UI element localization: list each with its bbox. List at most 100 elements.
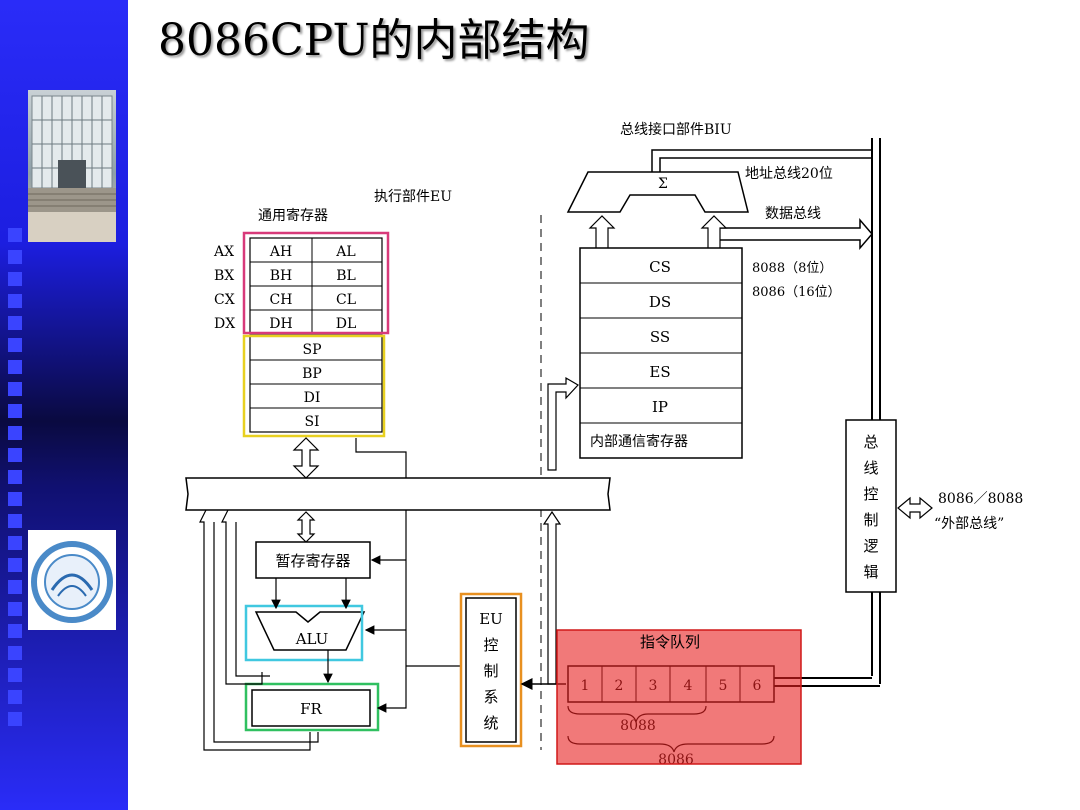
eu-control-char: 制 (483, 662, 498, 680)
eu-control-highlight (459, 592, 523, 748)
row-label-bx: BX (214, 268, 234, 284)
address-bus-label: 地址总线20位 (745, 166, 833, 182)
register-control-line (355, 438, 407, 478)
sidebar-square (8, 646, 22, 660)
pointer-registers: SP BP DI SI (249, 335, 383, 433)
internal-registers-label: 内部通信寄存器 (590, 433, 688, 450)
sidebar-square (8, 272, 22, 286)
bus-control-char: 总 (863, 433, 878, 451)
register-ip: IP (652, 398, 668, 416)
register-sp: SP (302, 342, 321, 358)
temp-register-label: 暂存寄存器 (275, 552, 350, 570)
sidebar-square (8, 712, 22, 726)
register-ch: CH (270, 292, 293, 308)
internal-data-bus (185, 477, 611, 511)
general-registers: AH AL BH BL CH CL DH DL AX BX CX DX (213, 237, 383, 335)
register-es: ES (649, 363, 670, 381)
gp-registers-label: 通用寄存器 (258, 207, 328, 224)
bus-control-char: 控 (863, 485, 878, 503)
flags-label: FR (300, 700, 322, 718)
external-bus-label-line2: “外部总线” (934, 516, 1004, 532)
row-label-dx: DX (214, 316, 235, 332)
data-bus-label: 数据总线 (765, 206, 821, 222)
instruction-queue-label: 指令队列 (640, 633, 700, 651)
register-dh: DH (269, 316, 292, 332)
alu-shape (254, 611, 366, 651)
sidebar-square (8, 448, 22, 462)
sidebar-square (8, 294, 22, 308)
gp-registers-highlight (242, 231, 390, 335)
eu-control-char: 控 (483, 636, 498, 654)
address-adder (566, 171, 749, 213)
sidebar-square (8, 338, 22, 352)
alu-return-path (235, 522, 270, 677)
sidebar-square (8, 624, 22, 638)
address-bus-arrow (659, 157, 872, 172)
sidebar-square (8, 668, 22, 682)
university-logo-drawing (31, 541, 113, 623)
alu-highlight (244, 604, 364, 662)
biu-label: 总线接口部件BIU (620, 121, 732, 138)
bus-control-logic (845, 419, 897, 593)
row-label-ax: AX (213, 244, 234, 260)
eu-control-char: 统 (483, 714, 498, 732)
register-ah: AH (269, 244, 292, 260)
bus-control-char: 辑 (863, 563, 878, 581)
alu-label: ALU (295, 630, 329, 648)
flags-register (251, 689, 371, 727)
sidebar-square (8, 228, 22, 242)
register-ss: SS (650, 328, 670, 346)
temp-register (255, 541, 371, 579)
external-bus-double-arrow (897, 496, 933, 520)
eu-control-char: 系 (483, 688, 498, 706)
register-ds: DS (649, 293, 671, 311)
biu-internal-bus-arrow (547, 376, 579, 471)
data-bus-arrow (720, 217, 873, 251)
building-photo-drawing (28, 95, 116, 242)
sidebar-square (8, 382, 22, 396)
sidebar-square (8, 426, 22, 440)
register-bp: BP (302, 366, 322, 382)
bus-control-char: 制 (863, 511, 878, 529)
sidebar-square (8, 404, 22, 418)
pointer-registers-highlight (242, 334, 386, 438)
sidebar-square (8, 558, 22, 572)
bus-control-char: 线 (863, 459, 878, 477)
adder-segment-arrow (700, 215, 728, 248)
university-logo (28, 530, 116, 630)
control-line (376, 510, 407, 713)
building-photo (28, 90, 116, 242)
register-bl: BL (336, 268, 356, 284)
register-al: AL (335, 244, 355, 260)
register-dl: DL (336, 316, 357, 332)
slide-title: 8086CPU的内部结构 (158, 15, 590, 66)
register-cs: CS (649, 258, 671, 276)
register-bh: BH (270, 268, 293, 284)
register-si: SI (304, 414, 319, 430)
sidebar-square (8, 690, 22, 704)
sidebar-square (8, 316, 22, 330)
temp-bus-arrow (296, 511, 316, 543)
register-cl: CL (336, 292, 356, 308)
sidebar-square (8, 536, 22, 550)
sidebar-square (8, 360, 22, 374)
sidebar-square (8, 250, 22, 264)
bus-width-8086: 8086（16位） (752, 285, 841, 300)
sidebar-square (8, 492, 22, 506)
eu-label: 执行部件EU (374, 189, 452, 205)
segment-registers: CS DS SS ES IP 内部通信寄存器 (579, 247, 743, 459)
adder-sigma: Σ (658, 176, 668, 192)
alu-return-path (221, 509, 263, 685)
bus-control-char: 逻 (863, 537, 878, 555)
eu-control-char: EU (479, 610, 503, 628)
eu-control-system (465, 597, 517, 743)
flags-return-path (199, 509, 311, 751)
sidebar-square (8, 514, 22, 528)
adder-segment-arrow (588, 215, 616, 248)
flags-return-path (213, 522, 319, 743)
address-bus-arrow (651, 149, 872, 172)
external-bus-label-line1: 8086／8088 (938, 491, 1023, 507)
sidebar-square (8, 602, 22, 616)
instruction-queue-highlight (556, 629, 802, 765)
